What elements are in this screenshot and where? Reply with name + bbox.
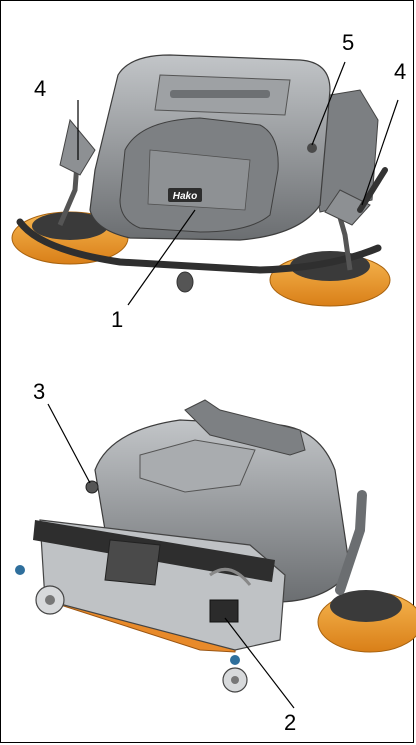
callout-1: 1: [111, 307, 123, 332]
callout-5: 5: [342, 30, 354, 55]
callout-2: 2: [284, 710, 296, 735]
callout-4-right: 4: [394, 59, 406, 84]
top-leader-lines: [77, 61, 399, 306]
control-box: [209, 599, 239, 623]
callout-4-left: 4: [34, 76, 46, 101]
brand-badge: [168, 188, 202, 202]
brand-label: Hako: [173, 191, 197, 202]
top-view-sweeper: Hako: [11, 54, 391, 307]
bottom-leader-lines: [47, 403, 295, 709]
bottom-view-sweeper: [15, 399, 416, 693]
callout-3: 3: [33, 379, 45, 404]
